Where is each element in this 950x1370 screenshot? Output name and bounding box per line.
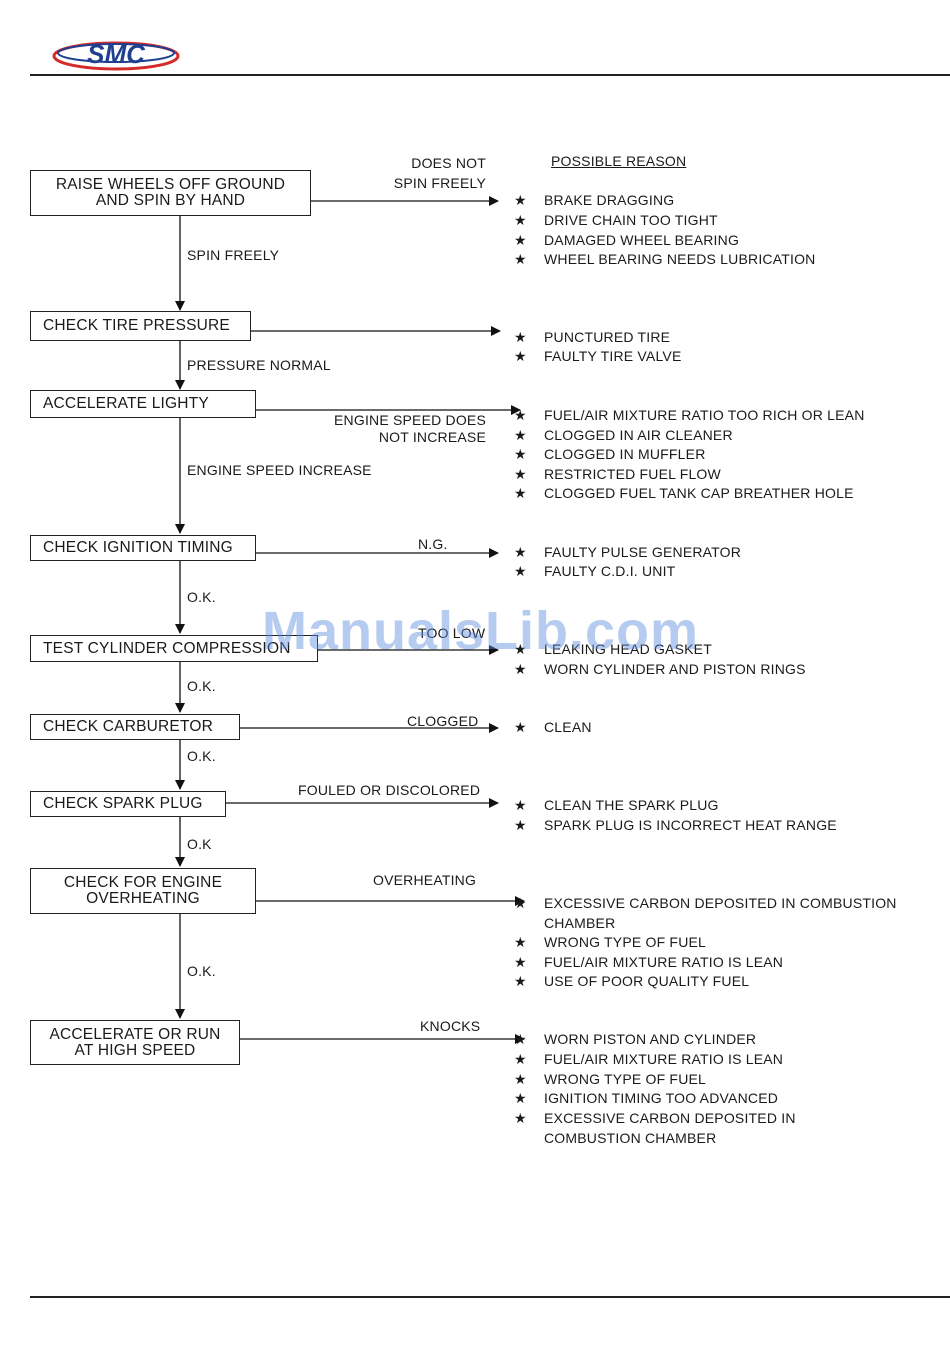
fail-label-4: N.G. — [418, 536, 448, 552]
reason-item: ★EXCESSIVE CARBON DEPOSITED IN COMBUSTIO… — [514, 895, 897, 931]
reason-item: ★DRIVE CHAIN TOO TIGHT — [514, 211, 718, 231]
star-icon: ★ — [514, 1110, 527, 1126]
star-icon: ★ — [514, 719, 527, 735]
star-icon: ★ — [514, 329, 527, 345]
reason-item: ★PUNCTURED TIRE — [514, 328, 670, 348]
step-accelerate-lightly: ACCELERATE LIGHTY — [30, 390, 256, 418]
smc-logo-icon: SMC — [52, 39, 180, 71]
fail-label-8: OVERHEATING — [373, 872, 477, 888]
reason-item: ★LEAKING HEAD GASKET — [514, 640, 712, 660]
step-check-ignition-timing: CHECK IGNITION TIMING — [30, 535, 256, 561]
star-icon: ★ — [514, 232, 527, 248]
reason-item: ★WHEEL BEARING NEEDS LUBRICATION — [514, 250, 815, 270]
fail-label-9: KNOCKS — [420, 1018, 481, 1034]
pass-label-8: O.K. — [187, 963, 216, 979]
star-icon: ★ — [514, 192, 527, 208]
logo: SMC — [48, 36, 188, 76]
fail-label-1: DOES NOT SPIN FREELY — [393, 155, 486, 191]
reason-item: ★CLEAN THE SPARK PLUG — [514, 796, 719, 816]
pass-label-1: SPIN FREELY — [187, 247, 280, 263]
pass-label-6: O.K. — [187, 748, 216, 764]
fail-label-5: TOO LOW — [418, 625, 486, 641]
fail-label-3: ENGINE SPEED DOES NOT INCREASE — [334, 412, 486, 445]
logo-text: SMC — [87, 39, 146, 69]
star-icon: ★ — [514, 446, 527, 462]
reason-item: ★FUEL/AIR MIXTURE RATIO IS LEAN — [514, 953, 783, 973]
star-icon: ★ — [514, 1090, 527, 1106]
reason-item: ★SPARK PLUG IS INCORRECT HEAT RANGE — [514, 816, 837, 836]
star-icon: ★ — [514, 485, 527, 501]
star-icon: ★ — [514, 954, 527, 970]
reason-item: ★DAMAGED WHEEL BEARING — [514, 231, 739, 251]
fail-label-7: FOULED OR DISCOLORED — [298, 782, 481, 798]
possible-reason-heading: POSSIBLE REASON — [551, 153, 687, 169]
pass-label-2: PRESSURE NORMAL — [187, 357, 331, 373]
pass-label-7: O.K — [187, 836, 212, 852]
reason-item: ★WORN PISTON AND CYLINDER — [514, 1030, 756, 1050]
reason-item: ★EXCESSIVE CARBON DEPOSITED IN COMBUSTIO… — [514, 1110, 796, 1146]
step-raise-wheels: RAISE WHEELS OFF GROUND AND SPIN BY HAND — [30, 170, 311, 216]
star-icon: ★ — [514, 895, 527, 911]
header-rule — [30, 74, 950, 76]
star-icon: ★ — [514, 427, 527, 443]
step-check-tire-pressure: CHECK TIRE PRESSURE — [30, 311, 251, 341]
star-icon: ★ — [514, 407, 527, 423]
reason-item: ★FUEL/AIR MIXTURE RATIO IS LEAN — [514, 1050, 783, 1070]
star-icon: ★ — [514, 466, 527, 482]
reason-item: ★CLEAN — [514, 718, 592, 738]
star-icon: ★ — [514, 973, 527, 989]
reason-item: ★CLOGGED IN MUFFLER — [514, 445, 706, 465]
footer-rule — [30, 1296, 950, 1298]
pass-label-4: O.K. — [187, 589, 216, 605]
reason-item: ★IGNITION TIMING TOO ADVANCED — [514, 1089, 778, 1109]
star-icon: ★ — [514, 1051, 527, 1067]
pass-label-5: O.K. — [187, 678, 216, 694]
step-check-spark-plug: CHECK SPARK PLUG — [30, 791, 226, 817]
star-icon: ★ — [514, 212, 527, 228]
reason-item: ★BRAKE DRAGGING — [514, 191, 674, 211]
star-icon: ★ — [514, 251, 527, 267]
fail-label-6: CLOGGED — [407, 713, 479, 729]
star-icon: ★ — [514, 563, 527, 579]
star-icon: ★ — [514, 1071, 527, 1087]
reason-item: ★WORN CYLINDER AND PISTON RINGS — [514, 660, 806, 680]
star-icon: ★ — [514, 641, 527, 657]
reason-item: ★FAULTY TIRE VALVE — [514, 347, 682, 367]
star-icon: ★ — [514, 661, 527, 677]
reason-item: ★USE OF POOR QUALITY FUEL — [514, 972, 749, 992]
reason-item: ★WRONG TYPE OF FUEL — [514, 933, 706, 953]
reason-item: ★WRONG TYPE OF FUEL — [514, 1070, 706, 1090]
reason-item: ★FAULTY C.D.I. UNIT — [514, 562, 675, 582]
reason-item: ★FAULTY PULSE GENERATOR — [514, 543, 741, 563]
reason-item: ★RESTRICTED FUEL FLOW — [514, 465, 721, 485]
step-check-carburetor: CHECK CARBURETOR — [30, 714, 240, 740]
star-icon: ★ — [514, 1031, 527, 1047]
watermark: ManualsLib.com — [262, 601, 700, 661]
star-icon: ★ — [514, 544, 527, 560]
step-check-engine-overheating: CHECK FOR ENGINE OVERHEATING — [30, 868, 256, 914]
star-icon: ★ — [514, 817, 527, 833]
star-icon: ★ — [514, 934, 527, 950]
step-test-cylinder-compression: TEST CYLINDER COMPRESSION — [30, 635, 318, 662]
reason-item: ★FUEL/AIR MIXTURE RATIO TOO RICH OR LEAN — [514, 406, 865, 426]
step-accelerate-high-speed: ACCELERATE OR RUN AT HIGH SPEED — [30, 1020, 240, 1065]
star-icon: ★ — [514, 348, 527, 364]
pass-label-3: ENGINE SPEED INCREASE — [187, 462, 372, 478]
star-icon: ★ — [514, 797, 527, 813]
reason-item: ★CLOGGED IN AIR CLEANER — [514, 426, 733, 446]
reason-item: ★CLOGGED FUEL TANK CAP BREATHER HOLE — [514, 484, 854, 504]
